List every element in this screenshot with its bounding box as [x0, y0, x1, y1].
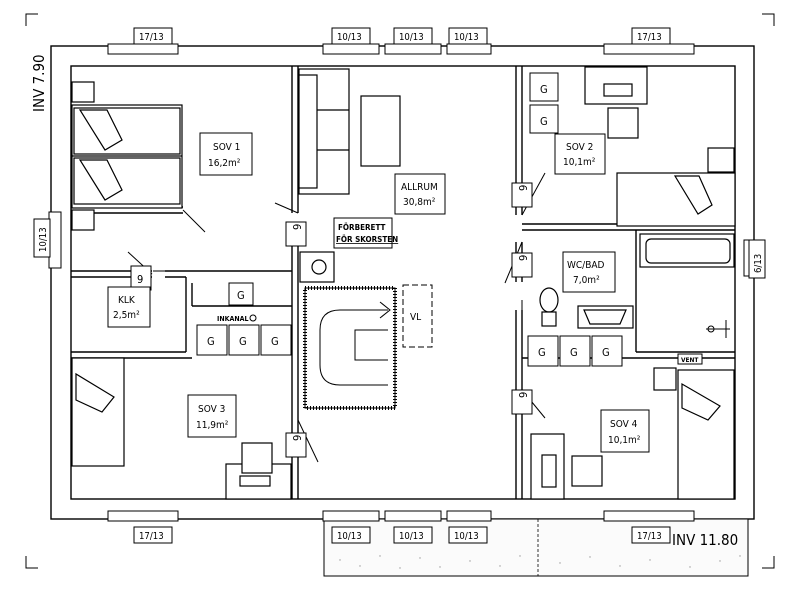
wardrobe-tag: G: [239, 335, 247, 348]
wardrobes: [196, 72, 623, 367]
door-tag: 9: [517, 185, 530, 191]
crop-marks: [25, 13, 775, 569]
room-label-boxes: [107, 132, 650, 453]
sofa: [298, 68, 350, 195]
room-name-sov2: SOV 2: [566, 142, 593, 153]
coffee-table: [360, 95, 401, 167]
window-label-top-4: 10/13: [454, 32, 479, 43]
inkanal-marker: INKANAL: [217, 314, 257, 323]
door-tag: 9: [291, 224, 304, 230]
vl-box: [402, 284, 433, 348]
room-area-klk: 2,5m²: [113, 310, 140, 321]
wardrobe-tag: G: [602, 346, 610, 359]
rug: [303, 286, 397, 410]
window-label-top-3: 10/13: [399, 32, 424, 43]
wardrobe-tag: G: [207, 335, 215, 348]
window-label-right: 6/13: [753, 254, 764, 273]
window-label-bottom-2: 10/13: [337, 531, 362, 542]
wardrobe-tag: G: [538, 346, 546, 359]
room-name-wcbad: WC/BAD: [567, 260, 605, 271]
window-label-boxes: [33, 27, 766, 544]
window-label-top-1: 17/13: [139, 32, 164, 43]
room-area-sov3: 11,9m²: [196, 420, 229, 431]
window-label-bottom-5: 17/13: [637, 531, 662, 542]
room-name-klk: KLK: [118, 295, 136, 306]
desk-sov3: [225, 442, 292, 500]
door-tag: 9: [517, 255, 530, 261]
window-label-bottom-4: 10/13: [454, 531, 479, 542]
toilet: [539, 287, 559, 327]
room-name-sov1: SOV 1: [213, 142, 240, 153]
chimney-note-line1: FÖRBERETT: [338, 222, 386, 232]
bed-sov4: [653, 367, 735, 500]
washbasin: [577, 305, 634, 329]
inv-left-label: INV 7.90: [30, 54, 48, 112]
bed-sov3: [71, 357, 125, 467]
room-name-sov4: SOV 4: [610, 419, 638, 430]
door-tags: [130, 182, 533, 458]
inv-right-label: INV 11.80: [672, 531, 738, 549]
chimney: [299, 251, 335, 283]
room-area-wcbad: 7,0m²: [573, 275, 600, 286]
room-area-sov4: 10,1m²: [608, 435, 641, 446]
window-label-left: 10/13: [38, 227, 49, 252]
room-name-allrum: ALLRUM: [401, 182, 438, 193]
desk-sov2: [584, 66, 648, 139]
wardrobe-tag: G: [540, 83, 548, 96]
wardrobe-tag: G: [570, 346, 578, 359]
door-tag: 9: [517, 392, 530, 398]
wardrobe-tag: G: [271, 335, 279, 348]
room-name-sov3: SOV 3: [198, 404, 225, 415]
vent-label: VENT: [681, 356, 698, 364]
vl-label: VL: [410, 312, 421, 323]
bed-sov2: [616, 147, 736, 227]
window-openings: [48, 43, 757, 522]
chimney-note-line2: FÖR SKORSTEN: [336, 234, 398, 244]
window-label-top-2: 10/13: [337, 32, 362, 43]
window-label-top-5: 17/13: [637, 32, 662, 43]
wardrobe-tag: G: [540, 115, 548, 128]
desk-sov4: [530, 433, 603, 500]
room-area-sov2: 10,1m²: [563, 157, 596, 168]
bathtub: [639, 233, 735, 268]
bed-sov1: [71, 81, 183, 231]
door-tag: 9: [137, 273, 143, 286]
wardrobe-tag: G: [237, 289, 245, 302]
window-label-bottom-1: 17/13: [139, 531, 164, 542]
room-area-sov1: 16,2m²: [208, 158, 241, 169]
window-label-bottom-3: 10/13: [399, 531, 424, 542]
shower: [706, 320, 730, 338]
inkanal-label: INKANAL: [217, 315, 249, 323]
room-area-allrum: 30,8m²: [403, 197, 436, 208]
door-tag: 9: [291, 435, 304, 441]
